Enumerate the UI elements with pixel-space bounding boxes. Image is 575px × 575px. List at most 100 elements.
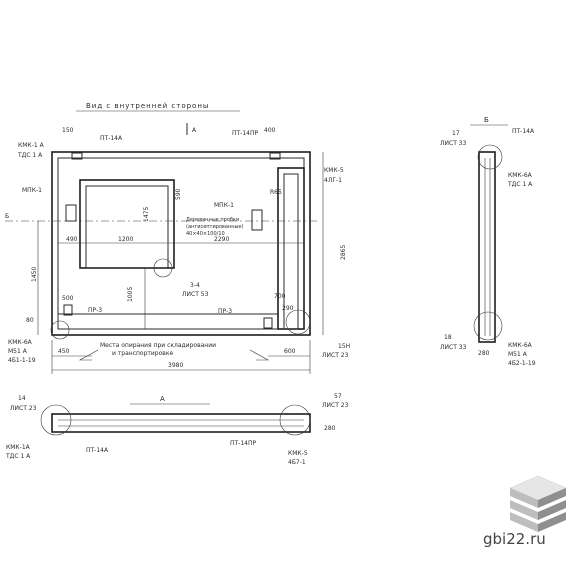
a-kmk5: КМК-5 [288, 450, 308, 457]
slab-2-left [510, 500, 538, 520]
dim-450: 450 [58, 348, 70, 355]
a-list23: ЛИСТ 23 [10, 405, 37, 412]
dim-290: 290 [282, 305, 294, 312]
label-mpk1-left: МПК-1 [22, 187, 42, 194]
label-kmk5-top: КМК-5 [324, 167, 344, 174]
top-right-loop [269, 152, 281, 160]
door-inner [283, 173, 299, 330]
slab-3-left [510, 512, 538, 532]
dim-590: 590 [175, 188, 182, 200]
section-a-marker: A [192, 127, 197, 134]
support-arrow-right [249, 349, 270, 361]
wood-note-3: 40×40×100/10 [186, 231, 225, 237]
b-ref18: 18 [444, 334, 452, 341]
b-kmk6a: КМК-6А [508, 172, 533, 179]
dim-1200: 1200 [118, 236, 133, 243]
drawing-title: Вид с внутренней стороны [86, 102, 209, 110]
pr-right-part [263, 317, 273, 329]
section-a-body [51, 413, 311, 433]
window-opening [79, 179, 175, 269]
panel-outline [51, 151, 311, 336]
label-pt14a-top: ПТ-14А [100, 135, 123, 142]
label-kmk1a-top: КМК-1 А [18, 142, 45, 149]
b-tdc1a: ТДС 1 А [507, 181, 533, 188]
dimensions: 3980 450 600 2290 1200 490 2865 1450 100… [26, 127, 347, 374]
panel-inner-outline [57, 157, 305, 330]
support-note-1: Места опирания при складировании [100, 342, 216, 349]
a-tdc1a: ТДС 1 А [5, 453, 31, 460]
detail-circle-34 [153, 258, 173, 278]
b-pt14a: ПТ-14А [512, 128, 535, 135]
dim-400: 400 [264, 127, 276, 134]
label-pr3-left: ПР-3 [88, 307, 102, 314]
label-list23: ЛИСТ 23 [322, 352, 349, 359]
section-b-body [478, 151, 496, 343]
slab-1-left [510, 488, 538, 508]
wood-note-1: Деревянные пробки [186, 217, 239, 223]
detail-circle-bl [50, 320, 70, 340]
section-b-detail-bottom [473, 311, 503, 341]
label-pr3-right: ПР-3 [218, 308, 232, 315]
a-ref57: 57 [334, 393, 342, 400]
label-tdc1a-top: ТДС 1 А [17, 152, 43, 159]
site-logo-text: gbi22.ru [483, 530, 546, 548]
section-b-title: Б [484, 116, 490, 124]
dim-500: 500 [62, 295, 74, 302]
label-ref34: 3-4 [190, 282, 200, 289]
mpk-right-part [251, 209, 263, 231]
b-list33: ЛИСТ 33 [440, 140, 467, 147]
dim-2865: 2865 [340, 245, 347, 260]
window-inner [85, 185, 169, 269]
a-d280: 280 [324, 425, 336, 432]
a-ref14: 14 [18, 395, 26, 402]
callouts: КМК-1 А ТДС 1 А ПТ-14А ПТ-14ПР МПК-1 МПК… [8, 130, 350, 364]
a-pt14a: ПТ-14А [86, 447, 109, 454]
label-list7-top: 4ЛГ-1 [324, 177, 342, 184]
main-panel [50, 151, 311, 340]
label-kmk6a: КМК-6А [8, 339, 33, 346]
label-4g1: 4Б1-1-19 [8, 357, 36, 364]
dim-1475: 1475 [143, 207, 150, 222]
section-b-view: Б 17 ЛИСТ 33 ПТ-14А КМК-6А ТДС 1 А 18 ЛИ… [440, 116, 536, 367]
dim-700: 700 [274, 293, 286, 300]
dim-150: 150 [62, 127, 74, 134]
slab-3-right [538, 512, 566, 532]
a-list23b: ЛИСТ 23 [322, 402, 349, 409]
dim-1450: 1450 [31, 267, 38, 282]
stacked-slabs-icon [509, 475, 567, 532]
support-note-2: и транспортировке [112, 350, 173, 357]
label-list53: ЛИСТ 53 [182, 291, 209, 298]
b-m51a: М51 А [508, 351, 528, 358]
section-a-title: A [160, 395, 166, 403]
dim-1005: 1005 [127, 287, 134, 302]
b-list33b: ЛИСТ 33 [440, 344, 467, 351]
support-arrow-left [78, 349, 99, 361]
a-pt14pr: ПТ-14ПР [230, 440, 256, 447]
b-d280: 280 [478, 350, 490, 357]
dim-80: 80 [26, 317, 34, 324]
dim-2290: 2290 [214, 236, 229, 243]
dim-600: 600 [284, 348, 296, 355]
pr-left-part [63, 304, 73, 316]
top-left-loop [71, 152, 83, 160]
a-kmk1a: КМК-1А [6, 444, 31, 451]
section-b-detail-top [477, 144, 503, 170]
label-mpk1-right: МПК-1 [214, 202, 234, 209]
section-a-detail-left [40, 404, 72, 436]
slab-2-right [538, 500, 566, 520]
section-a-view: A 14 ЛИСТ 23 57 ЛИСТ 23 280 КМК-1А ТДС 1… [5, 393, 349, 466]
slab-1-right [538, 488, 566, 508]
b-ref17: 17 [452, 130, 460, 137]
section-b-marker: Б [5, 213, 9, 220]
dim-490: 490 [66, 236, 78, 243]
label-m51a: М51 А [8, 348, 28, 355]
section-a-detail-right [279, 404, 311, 436]
wood-note-2: (антисептированные) [186, 224, 244, 230]
b-list4b: 4Б2-1-19 [508, 360, 536, 367]
b-kmk6a2: КМК-6А [508, 342, 533, 349]
dim-3980: 3980 [168, 362, 183, 369]
label-ref15: 15Н [338, 343, 350, 350]
mpk-left-part [65, 204, 77, 222]
label-r65: R65 [270, 189, 282, 196]
